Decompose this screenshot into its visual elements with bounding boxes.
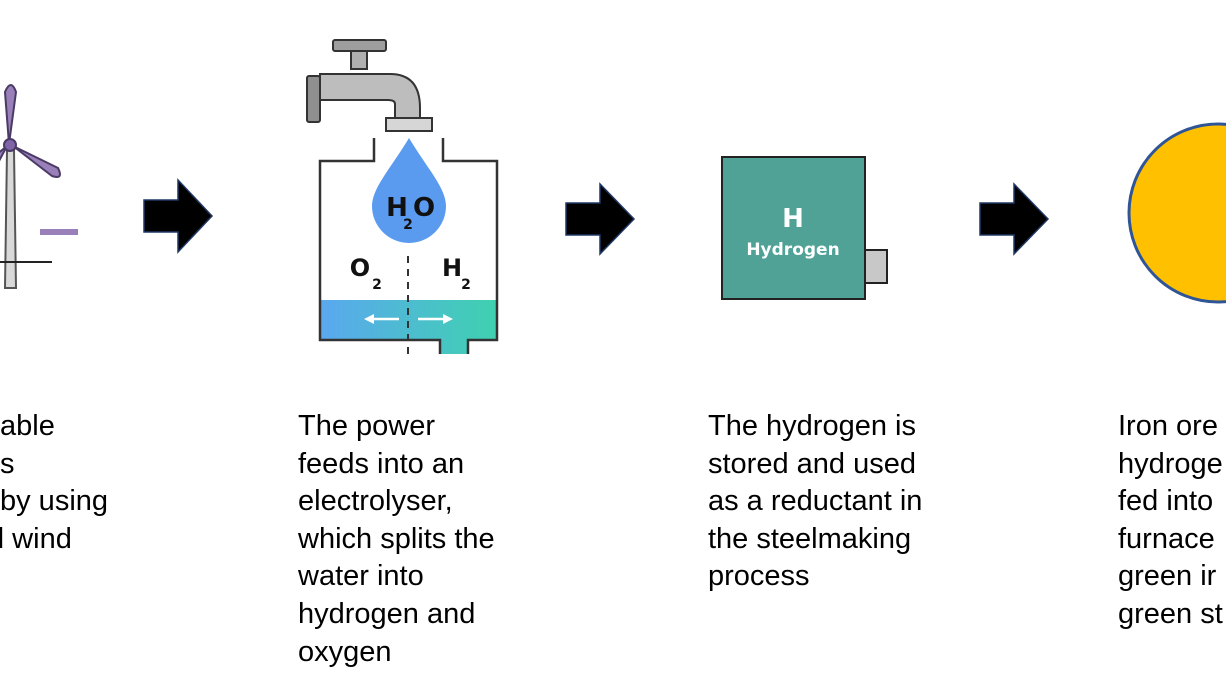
- tank-label: Hydrogen: [746, 240, 839, 260]
- hydrogen-subscript: 2: [461, 277, 471, 293]
- water-drop-icon: H 2 O: [372, 138, 446, 243]
- step-3-caption: The hydrogen is stored and used as a red…: [708, 410, 923, 593]
- water-h-label: H: [386, 193, 408, 223]
- hydrogen-gas-label: H: [442, 254, 462, 282]
- tank-symbol: H: [782, 204, 804, 234]
- oxygen-subscript: 2: [372, 277, 382, 293]
- step-4-caption: Iron ore hydroge fed into furnace green …: [1118, 410, 1223, 630]
- step-1-caption: able s by using d wind: [0, 410, 109, 555]
- iron-ore-icon: [1127, 122, 1226, 304]
- arrow-right-icon: [565, 182, 636, 256]
- water-tap-icon: [306, 39, 433, 132]
- water-o-label: O: [413, 193, 435, 223]
- wind-turbine-icon: [0, 84, 78, 289]
- arrow-right-icon: [979, 182, 1050, 256]
- arrow-right-icon: [143, 178, 214, 254]
- water-subscript: 2: [403, 217, 413, 233]
- hydrogen-tank-icon: H Hydrogen: [721, 156, 888, 300]
- minus-sign-icon: [40, 229, 78, 235]
- step-2-caption: The power feeds into an electrolyser, wh…: [298, 410, 495, 668]
- oxygen-label: O: [350, 254, 370, 282]
- electrolyser-icon: O 2 H 2: [318, 138, 499, 354]
